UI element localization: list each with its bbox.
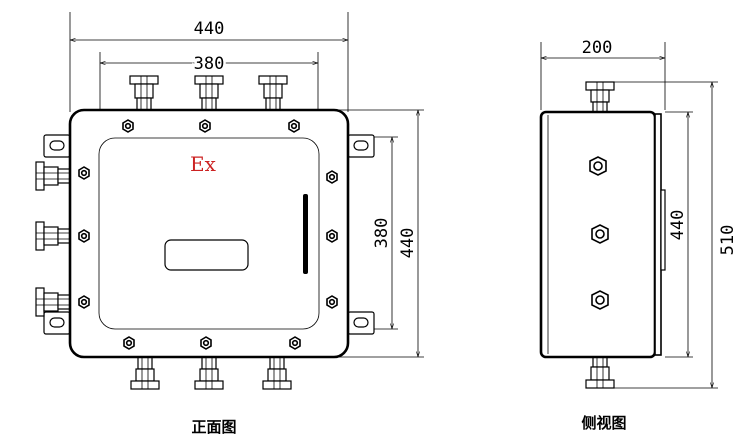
front-door-panel [98,137,320,330]
bolt-icon [78,229,90,243]
dim-text-height-outer: 440 [398,228,418,259]
bolt-icon [326,295,338,309]
cable-gland [194,75,224,111]
nut-icon [591,290,609,310]
cable-gland [35,287,71,317]
bolt-icon [122,119,134,133]
nut-icon [591,224,609,244]
bolt-icon [199,119,211,133]
ex-marking: Ex [190,152,217,176]
side-nuts [589,156,609,310]
front-view: Ex 440 380 380 440 正面图 [35,12,424,436]
bolt-icon [123,336,135,350]
mounting-ear [347,311,375,335]
cable-glands-bottom [130,356,292,390]
side-view-caption: 侧视图 [581,414,626,432]
cable-gland [194,356,224,390]
side-cover-flange [654,113,662,356]
dim-text-width-inner: 380 [194,54,225,74]
cable-gland [130,356,160,390]
nut-icon [589,156,607,176]
cable-gland [129,75,159,111]
mounting-ear [43,311,71,335]
cable-gland [258,75,288,111]
bolt-icon [326,229,338,243]
cable-gland [35,161,71,191]
side-view: 200 440 510 侧视图 [539,38,738,432]
front-hinge-bar [303,194,308,274]
cable-glands-left [35,161,71,317]
cable-glands-top [129,75,288,111]
dim-text-height-total: 510 [718,225,738,256]
front-window [164,239,249,271]
bolt-icon [289,336,301,350]
mounting-ear [43,134,71,158]
side-hinge [660,189,666,271]
dim-text-height-inner: 380 [372,218,392,249]
bolt-icon [78,166,90,180]
dim-text-depth: 200 [582,38,613,58]
dim-text-width-outer: 440 [194,19,225,39]
front-enclosure-body [68,108,350,359]
bolt-icon [200,336,212,350]
front-view-caption: 正面图 [191,418,236,436]
front-dimension-lines [70,40,418,357]
side-extension-lines [540,42,718,389]
mounting-ear [347,134,375,158]
bolt-icon [288,119,300,133]
cable-gland [262,356,292,390]
side-cable-gland-top [585,81,615,113]
dim-text-height-body: 440 [668,210,688,241]
bolt-icon [78,295,90,309]
side-cable-gland-bottom [585,356,615,389]
bolt-icon [326,170,338,184]
cable-gland [35,221,71,251]
